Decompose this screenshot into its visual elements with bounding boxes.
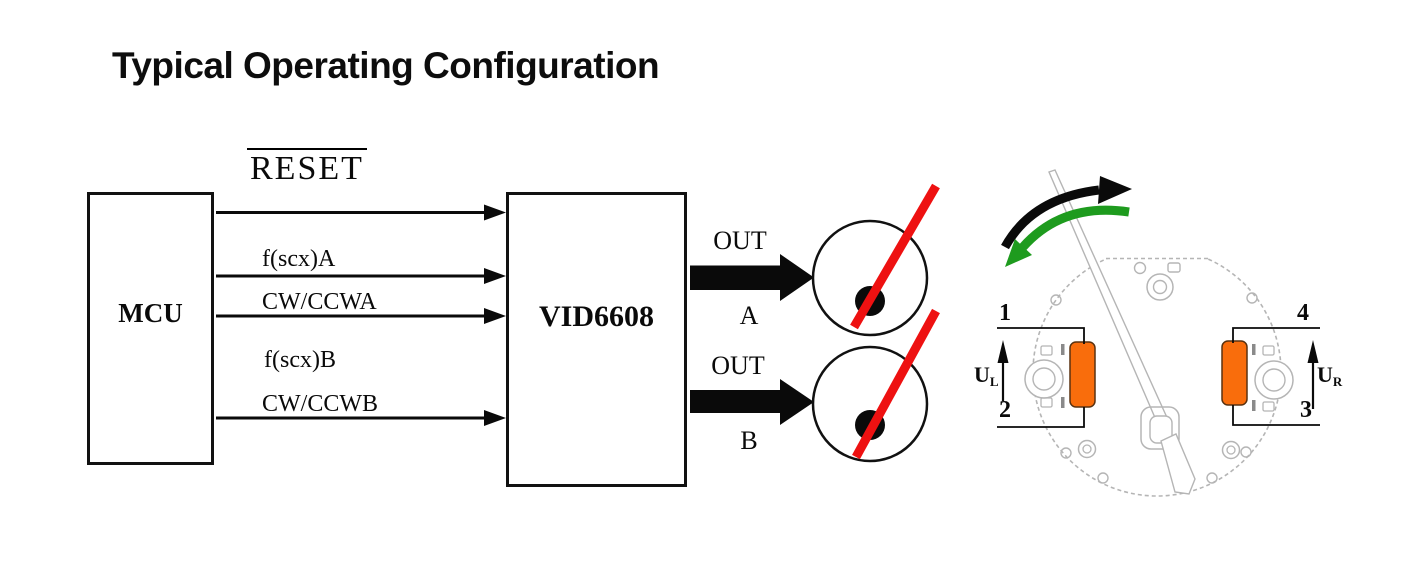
coil-right: [1221, 340, 1248, 406]
mcu-block: MCU: [87, 192, 214, 465]
mcu-label: MCU: [118, 298, 183, 328]
page-title: Typical Operating Configuration: [112, 44, 660, 86]
motor-top-hole: [1133, 261, 1147, 275]
signal-label-fscxb: f(scx)B: [264, 347, 336, 373]
ur-arrow: [1307, 340, 1319, 409]
driver-label: VID6608: [538, 299, 654, 333]
pin-1-label: 1: [999, 300, 1011, 326]
rotation-cw-arrow: [1001, 176, 1132, 250]
gauge-a: [811, 183, 940, 337]
out-a-arrow: [690, 254, 814, 301]
driver-block: VID6608: [506, 192, 687, 487]
signal-label-cwccwb: CW/CCWB: [262, 391, 379, 417]
out-b-arrow: [690, 379, 814, 425]
out-b-channel: B: [740, 426, 758, 455]
gauge-a-needle: [850, 183, 940, 330]
signal-arrow-cwccwa: [216, 308, 506, 324]
motor-right-boss: [1254, 360, 1294, 400]
motor-hub: [1140, 406, 1180, 450]
signal-arrow-reset: [216, 204, 506, 221]
signal-arrow-fscxa: [216, 268, 506, 284]
pin-brackets: [997, 327, 1320, 428]
ul-label: UL: [974, 362, 999, 389]
motor-left-boss: [1024, 359, 1064, 399]
signal-arrow-cwccwb: [216, 410, 506, 426]
pin-3-label: 3: [1300, 397, 1312, 423]
rotation-ccw-arrow: [1005, 205, 1130, 267]
signal-label-fscxa: f(scx)A: [262, 246, 336, 272]
motor-top-screw: [1146, 273, 1174, 301]
signal-label-reset: RESET: [247, 148, 367, 188]
motor-drawing: [997, 169, 1320, 497]
gauge-b-needle: [852, 308, 940, 460]
ul-arrow: [997, 340, 1009, 401]
pin-2-label: 2: [999, 397, 1011, 423]
pin-4-label: 4: [1297, 300, 1309, 326]
out-a-label: OUT: [713, 226, 767, 255]
motor-counterweight: [1160, 433, 1196, 495]
coil-left: [1069, 341, 1096, 408]
out-a-channel: A: [739, 301, 759, 330]
out-b-label: OUT: [711, 351, 765, 380]
ur-label: UR: [1317, 362, 1343, 389]
signal-label-cwccwa: CW/CCWA: [262, 289, 377, 315]
gauge-b: [811, 308, 940, 463]
